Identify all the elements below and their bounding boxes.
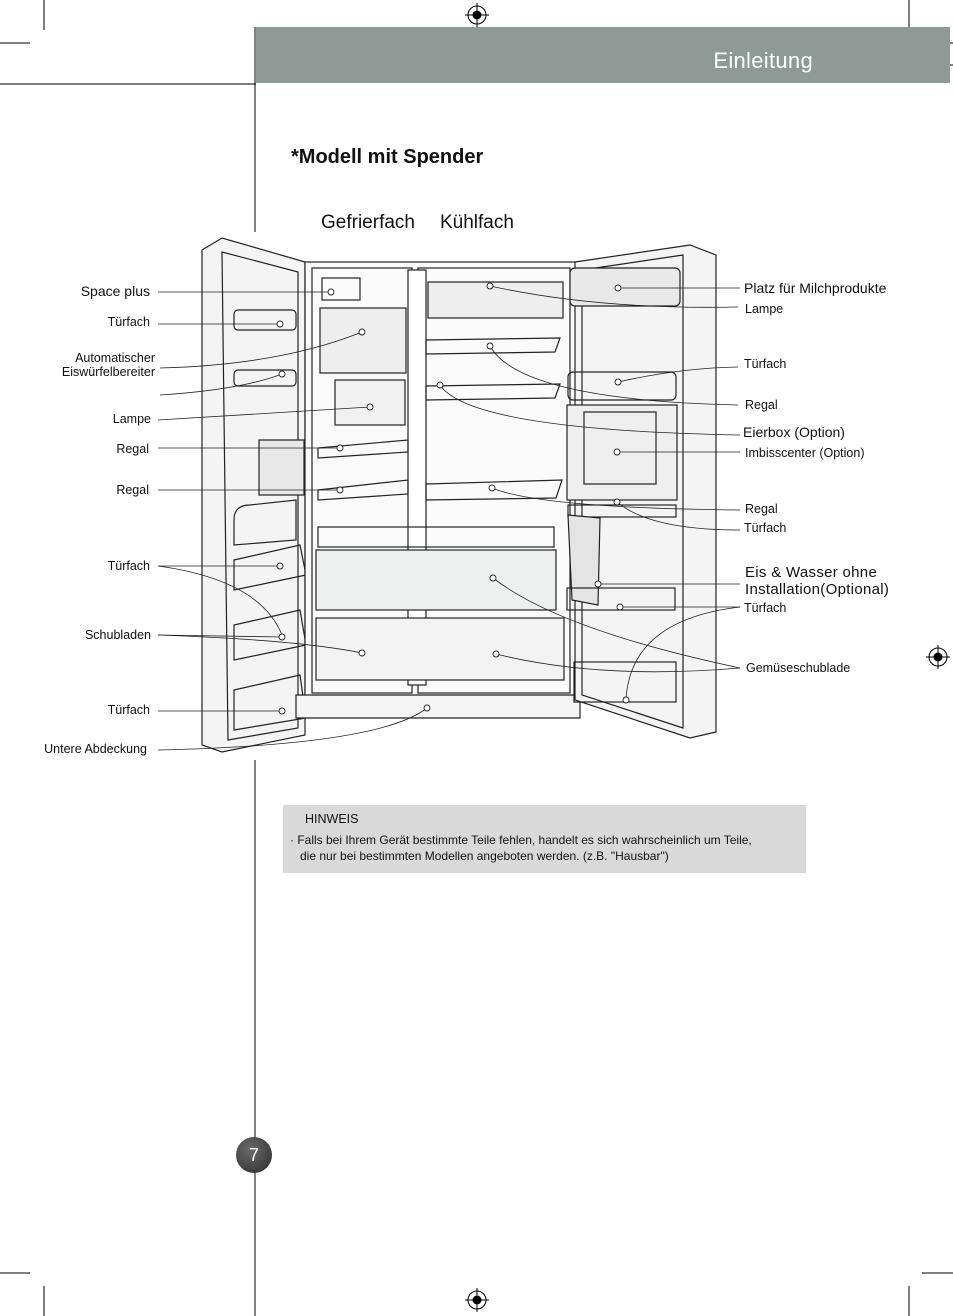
label-eis-wasser-1: Eis & Wasser ohne — [745, 564, 878, 581]
label-schubladen: Schubladen — [84, 628, 151, 642]
note-title: HINWEIS — [305, 812, 359, 826]
note-text: · Falls bei Ihrem Gerät bestimmte Teile … — [290, 832, 752, 864]
note-line-1: · Falls bei Ihrem Gerät bestimmte Teile … — [290, 833, 752, 847]
label-regal-left-2: Regal — [116, 483, 149, 497]
note-line-2: die nur bei bestimmten Modellen angebote… — [300, 849, 669, 863]
label-tuerfach-left-2: Türfach — [107, 559, 150, 573]
label-milchprodukte: Platz für Milchprodukte — [744, 280, 887, 296]
label-eiswuerfel-2: Eiswürfelbereiter — [61, 365, 155, 379]
label-regal-right-1: Regal — [745, 398, 778, 412]
label-tuerfach-right-3: Türfach — [744, 601, 787, 615]
label-eierbox: Eierbox (Option) — [743, 424, 845, 440]
section-title: Einleitung — [713, 48, 813, 73]
label-imbisscenter: Imbisscenter (Option) — [745, 446, 865, 460]
label-tuerfach-right-1: Türfach — [744, 357, 787, 371]
label-regal-right-2: Regal — [745, 502, 778, 516]
label-gemueseschublade: Gemüseschublade — [746, 661, 851, 675]
label-eis-wasser-2: Installation(Optional) — [745, 581, 890, 598]
label-fridge: Kühlfach — [440, 212, 514, 233]
note-box — [283, 805, 806, 873]
label-space-plus: Space plus — [80, 283, 150, 299]
page-number: 7 — [236, 1137, 272, 1173]
label-eiswuerfel-1: Automatischer — [75, 351, 155, 365]
label-lampe-right: Lampe — [745, 302, 784, 316]
registration-mark-icon — [465, 3, 950, 1312]
label-untere-abdeckung: Untere Abdeckung — [44, 742, 147, 756]
label-regal-left-1: Regal — [116, 442, 149, 456]
label-tuerfach-left-1: Türfach — [107, 315, 150, 329]
label-tuerfach-right-2: Türfach — [744, 521, 787, 535]
page-heading: *Modell mit Spender — [291, 146, 484, 168]
label-tuerfach-left-3: Türfach — [107, 703, 150, 717]
header-band — [256, 27, 950, 83]
label-lampe-left: Lampe — [112, 412, 151, 426]
label-freezer: Gefrierfach — [321, 212, 415, 233]
